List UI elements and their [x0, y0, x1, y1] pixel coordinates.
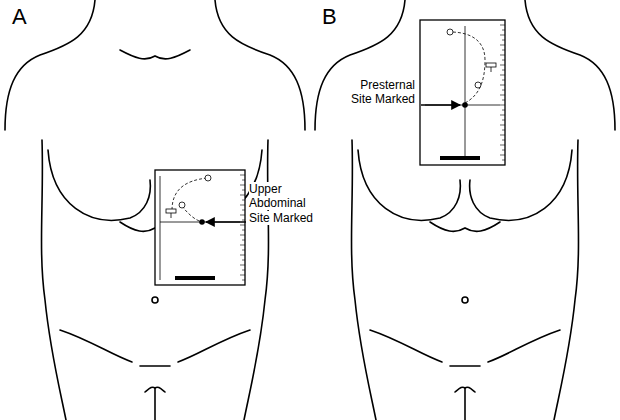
- panel-letter: B: [322, 4, 352, 30]
- panel-letter: A: [12, 4, 42, 30]
- measuring-card: [420, 20, 505, 165]
- site-label: Upper Abdominal Site Marked: [249, 182, 321, 225]
- site-label: Presternal Site Marked: [343, 78, 415, 107]
- measuring-card: [155, 170, 246, 285]
